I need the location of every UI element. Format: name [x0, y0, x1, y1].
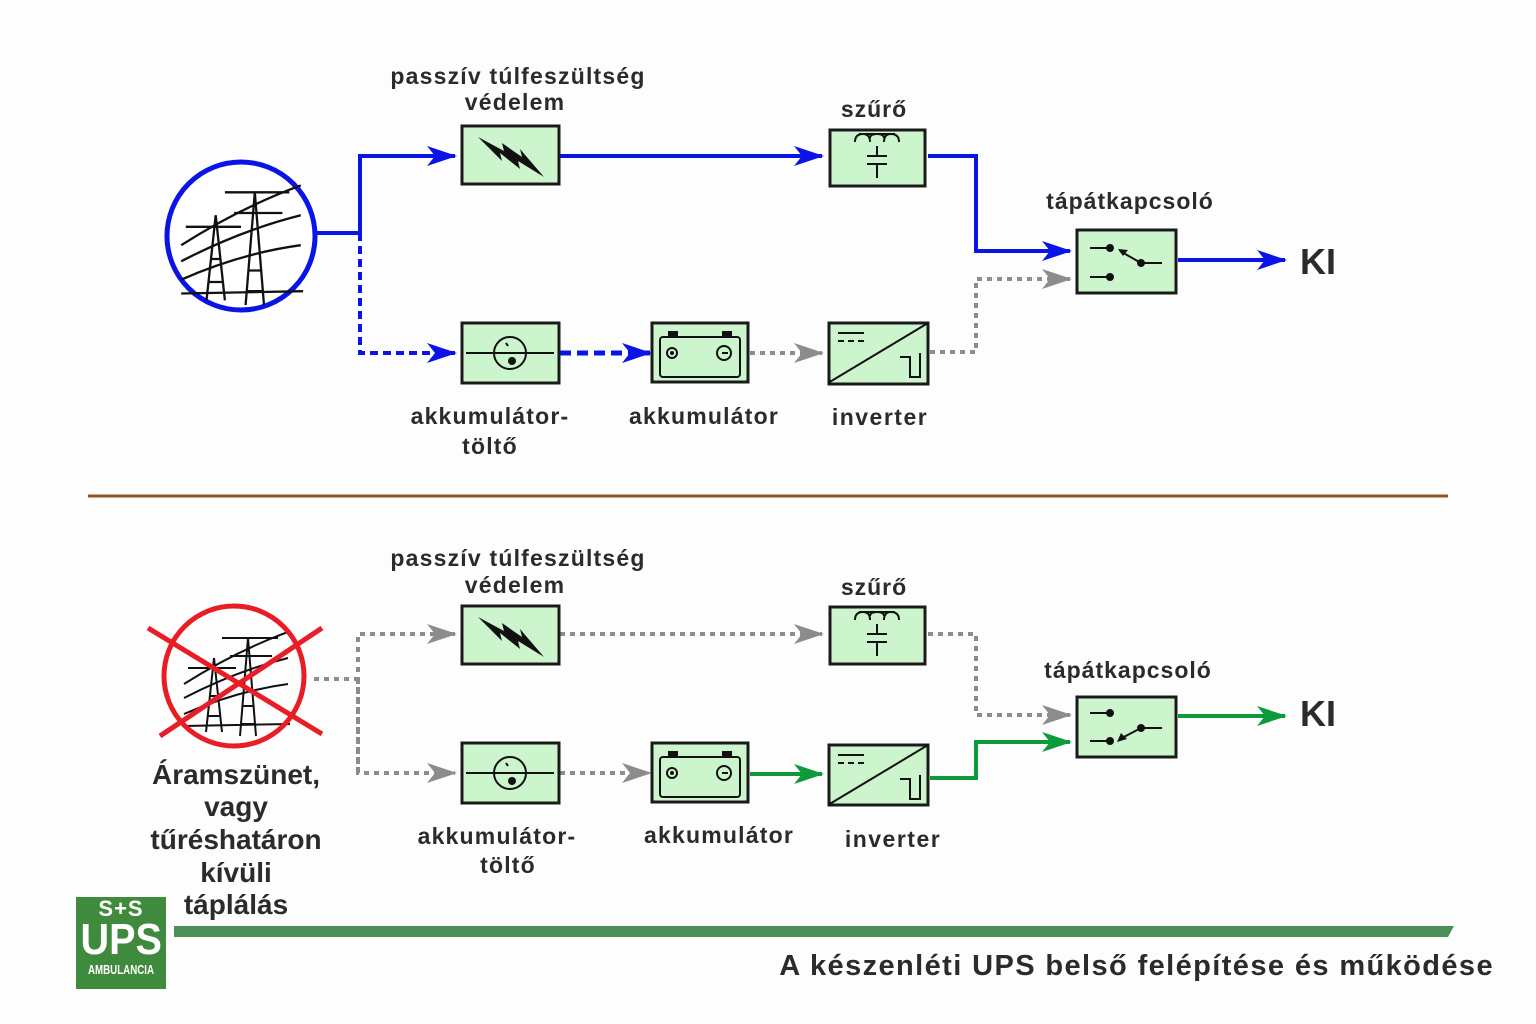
filter-label: szűrő: [841, 574, 907, 600]
surge-label-line2: védelem: [465, 89, 565, 115]
normal-mode-diagram: passzív túlfeszültség védelem szűrő tápá…: [164, 63, 1336, 459]
transfer-switch-label: tápátkapcsoló: [1044, 657, 1212, 683]
surge-protection-block: [460, 124, 561, 186]
inverter-label: inverter: [832, 404, 928, 430]
charger-block: [460, 321, 561, 385]
flow-lines: [316, 146, 1287, 363]
outage-line4: kívüli: [200, 857, 272, 888]
surge-protection-block: [460, 604, 561, 666]
charger-block: [460, 741, 561, 805]
flow-filter-to-switch: [928, 154, 1072, 261]
outage-caption: Áramszünet, vagy tűréshatáron kívüli táp…: [150, 759, 321, 920]
footer-bar: [174, 926, 1454, 937]
switch-inverter-position-icon: [1090, 709, 1162, 745]
inverter-block: [827, 743, 930, 807]
surge-label-line1: passzív túlfeszültség: [390, 545, 645, 571]
charger-label-line2: töltő: [480, 852, 536, 878]
flow-lines: [314, 624, 1287, 784]
no-power-cross-icon: [146, 625, 324, 739]
battery-label: akkumulátor: [629, 403, 779, 429]
battery-block: [650, 321, 750, 384]
charger-label-line1: akkumulátor-: [411, 403, 570, 429]
transfer-switch-block: [1075, 695, 1178, 759]
page-title: A készenléti UPS belső felépítése és műk…: [779, 950, 1494, 982]
output-label: KI: [1300, 241, 1336, 282]
outage-source: [146, 603, 324, 749]
logo-line2: UPS: [80, 915, 162, 964]
filter-block: [828, 605, 927, 666]
no-power-circle: [161, 603, 307, 749]
transfer-switch-block: [1075, 228, 1178, 295]
outage-line1: Áramszünet,: [152, 759, 320, 790]
surge-label-line1: passzív túlfeszültség: [390, 63, 645, 89]
inverter-block: [827, 321, 930, 386]
flow-to-charger-idle: [356, 679, 457, 783]
flow-to-charger: [358, 233, 457, 363]
surge-label-line2: védelem: [465, 572, 565, 598]
flow-to-surge-idle: [356, 624, 457, 772]
transfer-switch-label: tápátkapcsoló: [1046, 188, 1214, 214]
mains-source: [164, 159, 318, 313]
battery-mode-diagram: passzív túlfeszültség védelem szűrő tápá…: [146, 545, 1336, 920]
outage-line2: vagy: [204, 791, 268, 822]
flow-filter-to-switch-idle: [928, 632, 1072, 725]
flow-inverter-to-switch-idle: [930, 269, 1072, 354]
battery-block: [650, 741, 750, 804]
flow-to-surge: [316, 146, 457, 235]
output-label: KI: [1300, 693, 1336, 734]
sos-ups-ambulancia-logo: S+S UPS AMBULANCIA: [76, 897, 166, 989]
filter-label: szűrő: [841, 96, 907, 122]
charger-label-line1: akkumulátor-: [418, 823, 577, 849]
logo-line3: AMBULANCIA: [87, 962, 155, 977]
charger-label-line2: töltő: [462, 433, 518, 459]
outage-line3: tűréshatáron: [150, 824, 321, 855]
outage-line5: táplálás: [184, 889, 288, 920]
switch-mains-position-icon: [1090, 244, 1162, 281]
battery-label: akkumulátor: [644, 822, 794, 848]
flow-inverter-to-switch: [930, 732, 1072, 780]
inverter-label: inverter: [845, 826, 941, 852]
logo-line1: S+S: [98, 896, 144, 921]
filter-block: [828, 128, 927, 188]
